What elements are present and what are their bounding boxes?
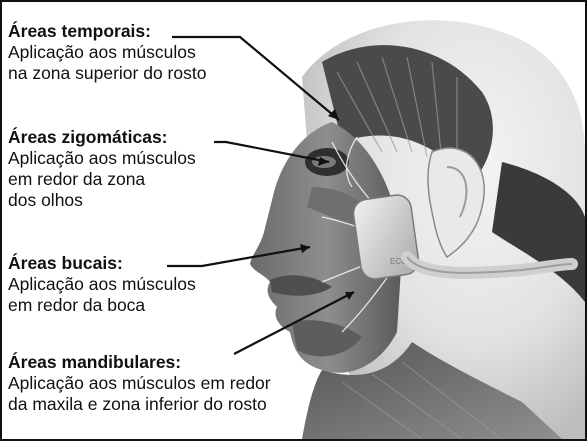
label-line: Aplicação aos músculos — [8, 42, 196, 62]
label-title: Áreas bucais: — [8, 253, 123, 273]
leader-buccal — [167, 245, 311, 268]
label-line: Aplicação aos músculos — [8, 148, 196, 168]
label-line: em redor da zona — [8, 169, 146, 189]
arrowhead-mandibular — [345, 292, 354, 300]
leader-mandibular — [233, 291, 355, 355]
neck — [302, 342, 562, 439]
label-title: Áreas mandibulares: — [8, 352, 182, 372]
label-zygomatic: Áreas zigomáticas: Aplicação aos músculo… — [8, 127, 196, 211]
label-mandibular: Áreas mandibulares: Aplicação aos múscul… — [8, 352, 271, 415]
arrowhead-zygomatic — [318, 157, 329, 166]
arrowhead-temporal — [328, 109, 339, 120]
face-shape — [250, 122, 402, 373]
device-text: ECO — [390, 257, 407, 266]
arrowhead-buccal — [300, 244, 310, 253]
label-line: Aplicação aos músculos em redor — [8, 373, 271, 393]
label-line: Aplicação aos músculos — [8, 274, 196, 294]
label-line: na zona superior do rosto — [8, 63, 207, 83]
mouth-muscle — [270, 275, 332, 296]
label-line: da maxila e zona inferior do rosto — [8, 394, 267, 414]
label-temporal: Áreas temporais: Aplicação aos músculos … — [8, 21, 206, 84]
leader-lines — [167, 35, 355, 355]
label-title: Áreas temporais: — [8, 21, 151, 41]
label-buccal: Áreas bucais: Aplicação aos músculos em … — [8, 253, 196, 316]
ear — [427, 147, 485, 259]
label-line: em redor da boca — [8, 295, 146, 315]
label-line: dos olhos — [8, 190, 83, 210]
label-title: Áreas zigomáticas: — [8, 127, 168, 147]
leader-temporal — [172, 35, 340, 121]
leader-zygomatic — [214, 140, 330, 164]
